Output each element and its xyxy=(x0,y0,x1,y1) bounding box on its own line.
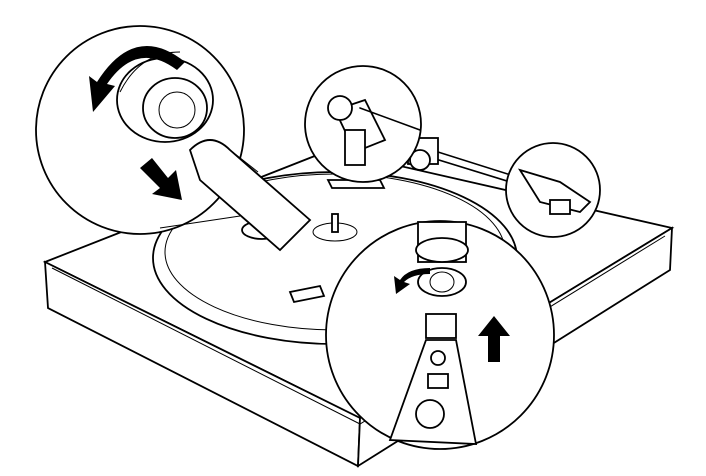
rotate-counterclockwise-arrow-icon xyxy=(394,268,430,294)
arrow-up-icon xyxy=(478,316,510,362)
detail-circle-counterweight xyxy=(35,25,312,252)
detail-circle-cartridge xyxy=(325,220,555,450)
detail-circle-headshell xyxy=(505,142,601,238)
detail-circle-armrest xyxy=(304,65,422,183)
arrow-down-icon xyxy=(140,158,182,200)
rotate-counterclockwise-arrow-icon xyxy=(89,46,185,112)
